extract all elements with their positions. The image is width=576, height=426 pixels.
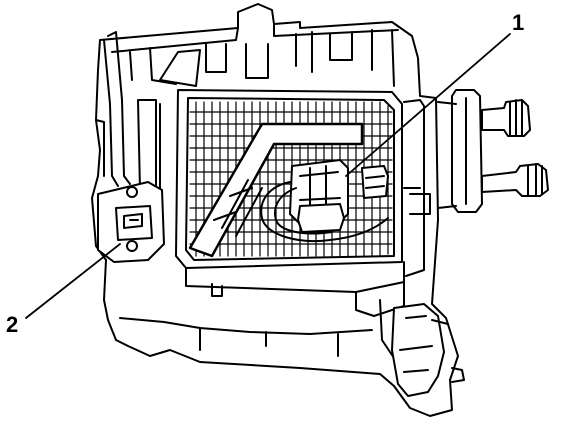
- sensor-screw-bottom: [126, 240, 138, 252]
- callout-2-label: 2: [6, 312, 18, 337]
- sensor-screw-top: [126, 186, 138, 198]
- core-inner-frame: [185, 97, 395, 261]
- top-ribs: [129, 29, 395, 87]
- callout-2-leader: [25, 243, 121, 319]
- left-side-panels: [95, 99, 161, 193]
- connector-terminal: [123, 213, 143, 229]
- top-cavity: [159, 43, 269, 87]
- bottom-ribs: [119, 299, 395, 359]
- valve-nut: [297, 203, 345, 233]
- right-case-edge: [403, 99, 431, 277]
- callout-1-leader: [345, 33, 511, 177]
- left-tube: [103, 31, 131, 187]
- sensor-connector: [115, 205, 153, 241]
- drain-outlet-details: [399, 315, 465, 383]
- diagonal-tube-insulation: [213, 179, 263, 237]
- upper-pipe-ribs: [509, 99, 523, 137]
- valve-fitting: [361, 165, 389, 199]
- right-flange-inner: [437, 97, 467, 209]
- bottom-lip: [185, 261, 405, 317]
- top-rim: [111, 23, 399, 53]
- callout-1-label: 1: [512, 10, 524, 35]
- lower-pipe-ribs: [527, 163, 543, 197]
- diagonal-tube: [188, 122, 364, 258]
- upper-pipe: [481, 99, 531, 137]
- lower-pipe: [481, 163, 549, 197]
- drain-outlet: [391, 303, 445, 397]
- core-frame: [175, 89, 403, 269]
- valve-capillary: [260, 181, 389, 242]
